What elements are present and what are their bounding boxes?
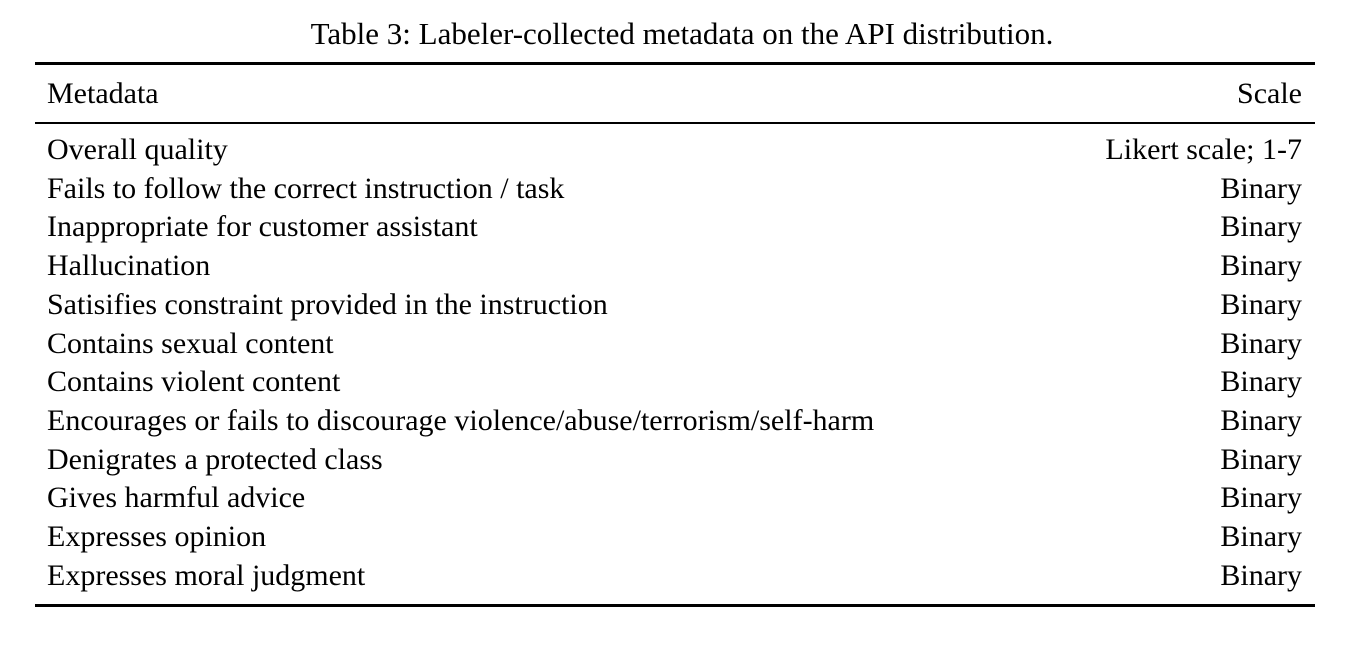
table-row: Gives harmful advice Binary bbox=[47, 479, 1302, 518]
table-top-rule bbox=[35, 62, 1315, 65]
metadata-cell: Fails to follow the correct instruction … bbox=[47, 171, 565, 205]
table-row: Encourages or fails to discourage violen… bbox=[47, 402, 1302, 441]
table-row: Fails to follow the correct instruction … bbox=[47, 170, 1302, 209]
metadata-cell: Gives harmful advice bbox=[47, 481, 306, 515]
scale-cell: Binary bbox=[1220, 520, 1302, 554]
scale-cell: Binary bbox=[1220, 326, 1302, 360]
metadata-cell: Expresses opinion bbox=[47, 520, 267, 554]
metadata-table: Metadata Scale Overall quality Likert sca… bbox=[35, 62, 1315, 608]
table-row: Hallucination Binary bbox=[47, 247, 1302, 286]
table-row: Satisifies constraint provided in the in… bbox=[47, 286, 1302, 325]
column-header-scale: Scale bbox=[1237, 77, 1302, 110]
scale-cell: Binary bbox=[1220, 558, 1302, 592]
table-header-rule bbox=[35, 122, 1315, 124]
table-row: Denigrates a protected class Binary bbox=[47, 441, 1302, 480]
metadata-cell: Satisifies constraint provided in the in… bbox=[47, 287, 608, 321]
table-caption: Table 3: Labeler-collected metadata on t… bbox=[310, 16, 1054, 51]
metadata-cell: Contains sexual content bbox=[47, 326, 334, 360]
table-row: Overall quality Likert scale; 1-7 bbox=[47, 131, 1302, 170]
table-row: Inappropriate for customer assistant Bina… bbox=[47, 208, 1302, 247]
metadata-cell: Encourages or fails to discourage violen… bbox=[47, 403, 875, 437]
scale-cell: Binary bbox=[1220, 210, 1302, 244]
scale-cell: Binary bbox=[1220, 287, 1302, 321]
scale-cell: Binary bbox=[1220, 171, 1302, 205]
column-header-metadata: Metadata bbox=[47, 77, 159, 110]
metadata-cell: Denigrates a protected class bbox=[47, 442, 383, 476]
scale-cell: Likert scale; 1-7 bbox=[1105, 133, 1302, 166]
metadata-cell: Overall quality bbox=[47, 133, 228, 166]
scale-cell: Binary bbox=[1220, 442, 1302, 476]
table-row: Contains sexual content Binary bbox=[47, 325, 1302, 364]
scale-cell: Binary bbox=[1220, 249, 1302, 283]
metadata-cell: Expresses moral judgment bbox=[47, 558, 366, 592]
table-row: Expresses moral judgment Binary bbox=[47, 557, 1302, 596]
table-row: Expresses opinion Binary bbox=[47, 518, 1302, 557]
metadata-cell: Contains violent content bbox=[47, 365, 341, 399]
scale-cell: Binary bbox=[1220, 365, 1302, 399]
scale-cell: Binary bbox=[1220, 403, 1302, 437]
scale-cell: Binary bbox=[1220, 481, 1302, 515]
table-header-row: Metadata Scale bbox=[35, 65, 1315, 122]
metadata-cell: Inappropriate for customer assistant bbox=[47, 210, 478, 244]
table-row: Contains violent content Binary bbox=[47, 363, 1302, 402]
paper-page: Table 3: Labeler-collected metadata on t… bbox=[0, 16, 1364, 650]
table-bottom-rule bbox=[35, 604, 1315, 608]
metadata-cell: Hallucination bbox=[47, 249, 211, 283]
